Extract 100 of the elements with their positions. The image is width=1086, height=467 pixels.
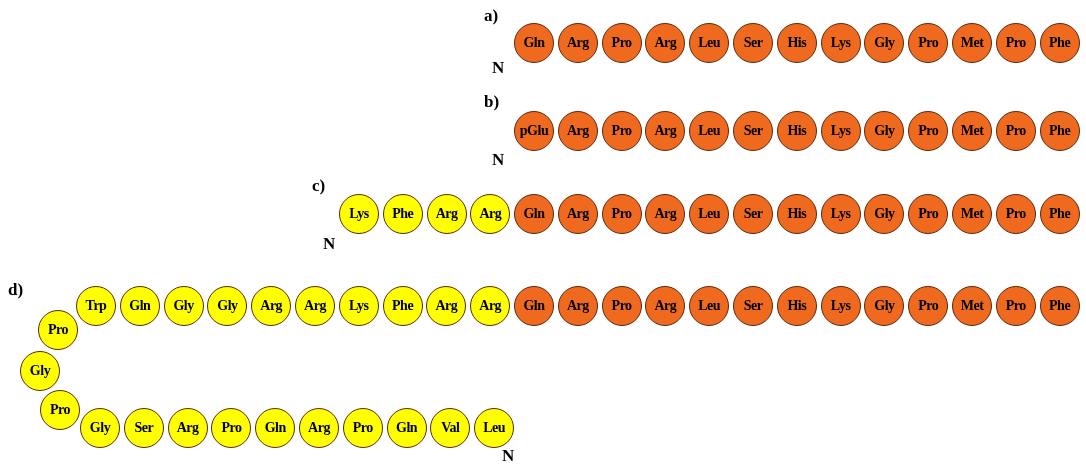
panel-label: a) xyxy=(484,6,499,26)
residue-label: Lys xyxy=(830,298,851,314)
amino-acid-circle xyxy=(952,111,992,151)
residue-label: Phe xyxy=(392,298,414,314)
residue-label: Pro xyxy=(918,206,939,222)
amino-acid-circle xyxy=(426,286,467,326)
residue-label: Val xyxy=(441,420,460,436)
amino-acid-circle xyxy=(386,408,427,448)
residue-label: Met xyxy=(960,123,984,139)
residue-label: Pro xyxy=(352,420,373,436)
amino-acid-circle xyxy=(1039,111,1080,151)
residue-label: Met xyxy=(960,298,984,314)
residue-label: Gln xyxy=(523,206,545,222)
amino-acid-circle xyxy=(689,286,730,326)
amino-acid-circle xyxy=(382,194,423,234)
residue-label: Trp xyxy=(85,298,107,314)
terminus-label: N xyxy=(502,446,515,466)
amino-acid-circle xyxy=(255,408,296,448)
residue-label: Arg xyxy=(566,123,589,139)
amino-acid-circle xyxy=(864,111,905,151)
residue-label: Arg xyxy=(566,35,589,51)
amino-acid-circle xyxy=(995,194,1036,234)
amino-acid-circle xyxy=(557,111,598,151)
amino-acid-circle xyxy=(470,286,511,326)
residue-label: Gly xyxy=(29,363,51,379)
amino-acid-circle xyxy=(952,194,992,234)
residue-label: Leu xyxy=(698,123,721,139)
amino-acid-circle xyxy=(207,286,248,326)
amino-acid-circle xyxy=(908,286,949,326)
residue-label: Met xyxy=(960,35,984,51)
amino-acid-circle xyxy=(908,194,949,234)
residue-label: Lys xyxy=(830,206,851,222)
terminus-label: N xyxy=(323,234,336,254)
amino-acid-circle xyxy=(689,23,730,63)
residue-label: Leu xyxy=(698,35,721,51)
amino-acid-circle xyxy=(733,23,773,63)
panel-label: c) xyxy=(312,176,326,196)
residue-label: Pro xyxy=(611,298,632,314)
amino-acid-circle xyxy=(382,286,423,326)
amino-acid-circle xyxy=(864,23,905,63)
residue-label: Pro xyxy=(1005,35,1026,51)
residue-label: Gly xyxy=(874,206,895,222)
amino-acid-circle xyxy=(38,310,78,350)
amino-acid-circle xyxy=(864,286,905,326)
residue-label: Leu xyxy=(698,206,721,222)
amino-acid-circle xyxy=(514,23,554,63)
residue-label: Gln xyxy=(129,298,151,314)
residue-label: Pro xyxy=(611,206,632,222)
residue-label: Pro xyxy=(1005,298,1026,314)
residue-label: pGlu xyxy=(519,123,549,139)
amino-acid-circle xyxy=(776,23,817,63)
amino-acid-circle xyxy=(645,111,686,151)
residue-label: Lys xyxy=(349,298,369,314)
amino-acid-circle xyxy=(995,111,1036,151)
residue-label: Phe xyxy=(1049,298,1071,314)
residue-label: Gln xyxy=(264,420,286,436)
residue-label: Pro xyxy=(1005,206,1026,222)
amino-acid-circle xyxy=(430,408,471,448)
residue-label: Ser xyxy=(743,123,763,139)
amino-acid-circle xyxy=(601,23,642,63)
amino-acid-circle xyxy=(339,194,379,234)
amino-acid-circle xyxy=(820,23,861,63)
residue-label: Gly xyxy=(173,298,194,314)
amino-acid-circle xyxy=(1039,286,1080,326)
residue-label: His xyxy=(787,35,807,51)
amino-acid-circle xyxy=(820,194,861,234)
amino-acid-circle xyxy=(733,286,773,326)
residue-label: Arg xyxy=(654,35,677,51)
residue-label: Gly xyxy=(874,298,895,314)
amino-acid-circle xyxy=(40,390,80,430)
amino-acid-circle xyxy=(733,111,773,151)
amino-acid-circle xyxy=(299,408,339,448)
amino-acid-circle xyxy=(1039,23,1080,63)
amino-acid-circle xyxy=(645,23,686,63)
residue-label: Pro xyxy=(611,35,632,51)
amino-acid-circle xyxy=(864,194,905,234)
amino-acid-circle xyxy=(211,408,252,448)
residue-label: Arg xyxy=(176,420,199,436)
amino-acid-circle xyxy=(167,408,208,448)
amino-acid-circle xyxy=(1039,194,1080,234)
amino-acid-circle xyxy=(338,286,379,326)
residue-label: Gly xyxy=(89,420,111,436)
amino-acid-circle xyxy=(645,194,686,234)
amino-acid-circle xyxy=(776,286,817,326)
amino-acid-circle xyxy=(952,23,992,63)
residue-label: His xyxy=(787,206,807,222)
residue-label: Ser xyxy=(743,298,763,314)
residue-label: Arg xyxy=(566,206,589,222)
residue-label: Met xyxy=(960,206,984,222)
residue-label: Pro xyxy=(918,298,939,314)
amino-acid-circle xyxy=(342,408,383,448)
residue-label: Arg xyxy=(479,298,502,314)
residue-label: Arg xyxy=(304,298,326,314)
residue-label: Arg xyxy=(654,206,677,222)
residue-label: Arg xyxy=(654,298,677,314)
residue-label: Lys xyxy=(830,35,851,51)
amino-acid-circle xyxy=(514,194,554,234)
residue-label: Arg xyxy=(260,298,283,314)
residue-label: Arg xyxy=(479,206,502,222)
amino-acid-circle xyxy=(80,408,120,448)
